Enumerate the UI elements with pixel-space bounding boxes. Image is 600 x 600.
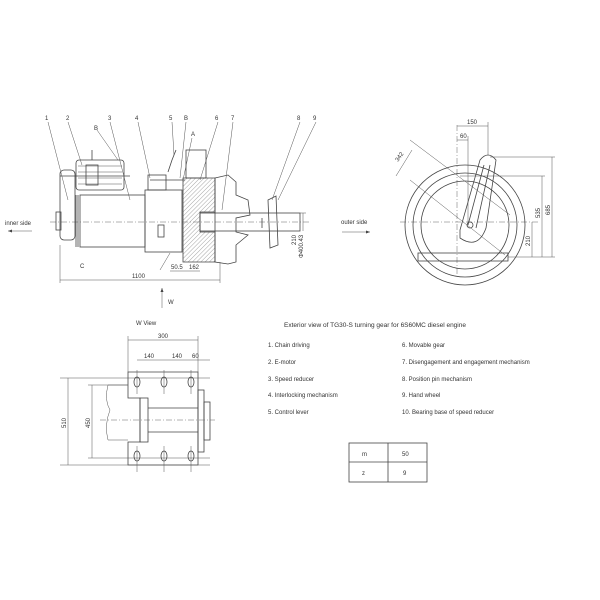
outer-side-label: outer side bbox=[341, 220, 368, 226]
movable-gear bbox=[182, 177, 216, 263]
dim-50-5: 50.5 bbox=[171, 265, 183, 271]
hand-wheel bbox=[267, 195, 279, 249]
part-label-4: 4 bbox=[135, 116, 139, 122]
interlocking-mechanism bbox=[144, 189, 183, 253]
w-view-title: W View bbox=[136, 321, 157, 327]
part-label-9: 9 bbox=[313, 116, 317, 122]
param-value-z: 9 bbox=[403, 471, 407, 477]
dim-300: 300 bbox=[158, 334, 169, 340]
mounting-base bbox=[417, 252, 509, 262]
chain-drive bbox=[59, 169, 76, 241]
dim-162: 162 bbox=[189, 265, 200, 271]
inner-side-label: inner side bbox=[5, 221, 32, 227]
legend-item-2: 2. E-motor bbox=[268, 360, 296, 366]
arrow-up-icon bbox=[160, 288, 164, 308]
param-value-m: 50 bbox=[402, 452, 409, 458]
dim-140-a: 140 bbox=[144, 354, 155, 360]
legend-item-8: 8. Position pin mechanism bbox=[402, 377, 472, 383]
dim-140-b: 140 bbox=[172, 354, 183, 360]
housing bbox=[214, 174, 251, 265]
dim-210-end: 210 bbox=[526, 235, 532, 246]
side-view: 1 2 3 4 5 B A 6 7 8 9 B C inner side 110… bbox=[5, 116, 317, 308]
legend-item-6: 6. Movable gear bbox=[402, 343, 445, 349]
part-label-b: B bbox=[184, 116, 188, 122]
part-label-8: 8 bbox=[297, 116, 301, 122]
part-label-1: 1 bbox=[45, 116, 49, 122]
legend: 1. Chain driving 2. E-motor 3. Speed red… bbox=[268, 343, 530, 416]
param-name-z: z bbox=[362, 471, 365, 477]
arrow-right-icon bbox=[342, 230, 370, 234]
section-label-c: C bbox=[80, 264, 85, 270]
legend-item-3: 3. Speed reducer bbox=[268, 377, 314, 383]
w-view: W View 300 140 140 60 510 450 bbox=[60, 321, 215, 472]
dim-510: 510 bbox=[62, 417, 68, 428]
gear-outline bbox=[404, 164, 526, 286]
control-lever bbox=[167, 149, 177, 173]
lever-arm bbox=[459, 154, 497, 243]
legend-item-7: 7. Disengagement and engagement mechanis… bbox=[402, 360, 530, 366]
part-label-2: 2 bbox=[66, 116, 70, 122]
dim-diameter: Φ400.43 bbox=[299, 234, 305, 258]
dim-450: 450 bbox=[86, 417, 92, 428]
shaft bbox=[199, 212, 301, 232]
dim-535: 535 bbox=[536, 207, 542, 218]
dim-60-w: 60 bbox=[192, 354, 199, 360]
speed-reducer bbox=[79, 194, 146, 248]
arrow-left-icon bbox=[8, 229, 32, 233]
dim-685: 685 bbox=[546, 204, 552, 215]
part-label-5: 5 bbox=[169, 116, 173, 122]
bolt-holes bbox=[133, 370, 195, 472]
dim-150: 150 bbox=[467, 120, 478, 126]
drawing-title: Exterior view of TG30-S turning gear for… bbox=[284, 322, 466, 329]
end-view: outer side 342 150 60 685 535 210 bbox=[341, 120, 555, 286]
dim-60-end: 60 bbox=[460, 134, 467, 140]
legend-item-5: 5. Control lever bbox=[268, 410, 309, 416]
view-marker-b: B bbox=[94, 126, 98, 132]
dim-210-side: 210 bbox=[292, 234, 298, 245]
legend-item-9: 9. Hand wheel bbox=[402, 393, 440, 399]
legend-item-1: 1. Chain driving bbox=[268, 343, 310, 349]
part-leaders bbox=[47, 121, 317, 271]
dim-1100: 1100 bbox=[132, 274, 146, 280]
part-label-3: 3 bbox=[108, 116, 112, 122]
param-name-m: m bbox=[362, 452, 367, 458]
e-motor bbox=[75, 159, 125, 191]
view-arrow-w: W bbox=[168, 300, 174, 306]
legend-item-4: 4. Interlocking mechanism bbox=[268, 393, 338, 399]
part-label-a: A bbox=[191, 132, 195, 138]
legend-item-10: 10. Bearing base of speed reducer bbox=[402, 410, 494, 416]
part-label-6: 6 bbox=[215, 116, 219, 122]
part-label-7: 7 bbox=[231, 116, 235, 122]
dim-342: 342 bbox=[395, 151, 406, 163]
params-table: m 50 z 9 bbox=[348, 442, 428, 483]
